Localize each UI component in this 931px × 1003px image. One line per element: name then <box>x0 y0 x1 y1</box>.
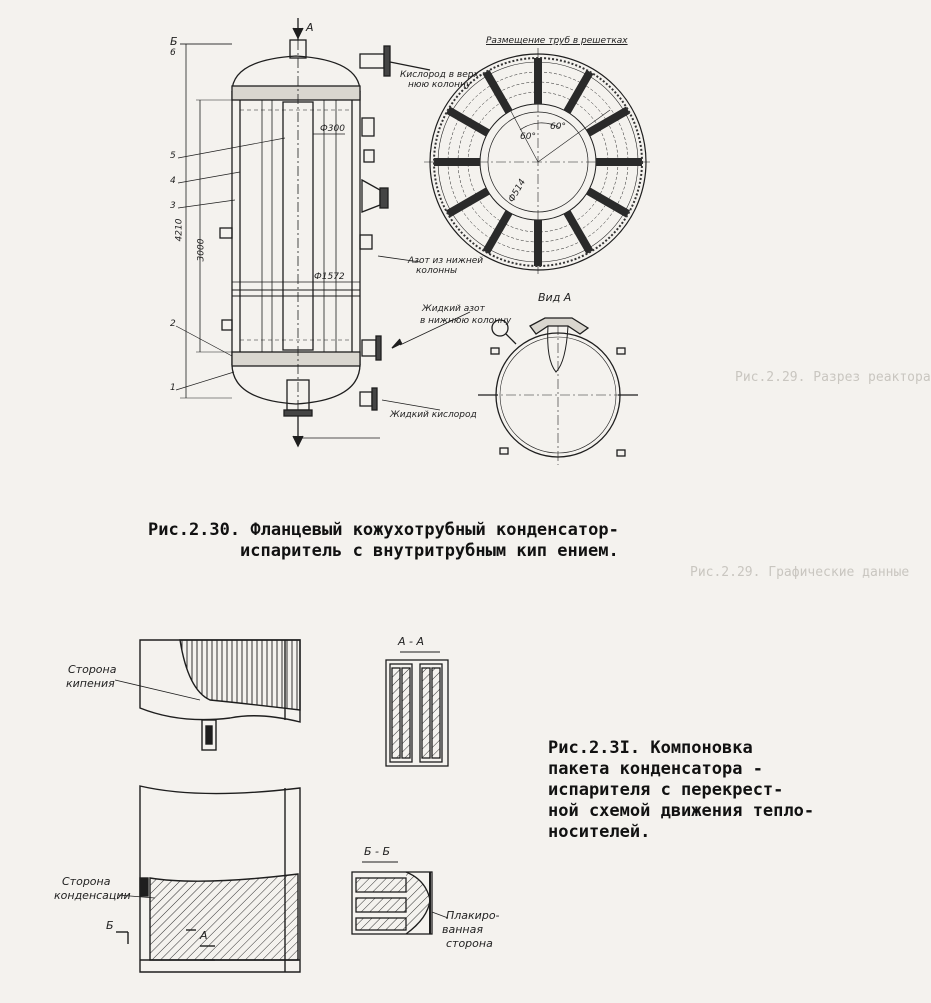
section-b-b-title: Б - Б <box>364 845 391 858</box>
part-number-1: 1 <box>170 383 176 393</box>
radial-tube-bars <box>434 58 642 266</box>
section-a-a-title: А - А <box>398 635 425 648</box>
liquid-nitrogen-label-2: в нижнюю колонну <box>420 316 512 326</box>
top-dome <box>231 55 361 93</box>
section-a-a-drawing <box>385 651 449 767</box>
view-a-drawing <box>478 317 638 465</box>
figure-2-30-caption-line-2: испаритель с внутритрубным кип ением. <box>240 541 619 561</box>
section-label-b: Б <box>170 35 178 48</box>
figure-2-31-caption-line-1: Рис.2.3I. Компоновка <box>548 738 753 758</box>
section-b-b-drawing <box>351 861 449 935</box>
condensation-side-label-2: конденсации <box>54 889 131 902</box>
liquid-bottom-label: Жидкий кислород <box>390 410 477 420</box>
clad-side-label-2: ванная <box>442 923 483 936</box>
figure-2-30-drawing <box>175 18 652 465</box>
package-lower <box>139 785 301 973</box>
figure-2-31-caption-line-2: пакета конденсатора - <box>548 759 763 779</box>
clad-side-label-3: сторона <box>446 937 493 950</box>
section-label-a: А <box>306 21 314 34</box>
part-number-5: 5 <box>170 151 176 161</box>
dim-60-a: 60° <box>520 132 536 142</box>
condensation-side-label-1: Сторона <box>62 875 111 888</box>
view-a-title: Вид А <box>538 291 572 304</box>
figure-2-31-caption-line-4: ной схемой движения тепло- <box>548 801 815 821</box>
figure-2-31-caption-line-5: носителей. <box>548 822 651 842</box>
outer-tube-ring <box>433 57 643 267</box>
boiling-side-label-2: кипения <box>66 677 115 690</box>
boiling-side-label-1: Сторона <box>68 663 117 676</box>
nitrogen-inlet-label-1: Азот из нижней <box>408 256 484 266</box>
dim-phi1572: Ф1572 <box>314 272 345 282</box>
clad-side-label-1: Плакиро- <box>446 909 500 922</box>
figure-2-31-caption-line-3: испарителя с перекрест- <box>548 780 784 800</box>
bleed-through-text-1: Рис.2.29. Разрез реактора <box>735 370 931 385</box>
oxygen-outlet-label-2: нюю колонну <box>408 80 472 90</box>
bleed-through-text-2: Рис.2.29. Графические данные <box>690 565 910 580</box>
package-upper <box>139 639 301 723</box>
dim-60-b: 60° <box>550 122 566 132</box>
liquid-nitrogen-label-1: Жидкий азот <box>422 304 485 314</box>
part-number-3: 3 <box>170 201 176 211</box>
figure-2-31-drawing <box>114 639 449 973</box>
part-number-4: 4 <box>170 176 176 186</box>
part-number-2: 2 <box>170 319 176 329</box>
scanned-page: Рис.2.29. Разрез реактора Рис.2.29. Граф… <box>54 18 931 973</box>
lower-tube-sheet <box>231 351 361 367</box>
upper-tube-sheet <box>231 85 361 101</box>
bottom-dome <box>231 363 361 405</box>
oxygen-outlet-label-1: Кислород в верх- <box>400 70 483 80</box>
nitrogen-inlet-label-2: колонны <box>416 266 458 276</box>
tube-layout-title: Размещение труб в решетках <box>486 36 628 46</box>
cut-label-a: А <box>200 929 208 942</box>
figure-2-30-caption-line-1: Рис.2.30. Фланцевый кожухотрубный конден… <box>148 520 619 540</box>
cut-label-b: Б <box>106 919 114 932</box>
part-number-6: 6 <box>170 48 176 58</box>
dim-phi300: Ф300 <box>320 124 345 134</box>
